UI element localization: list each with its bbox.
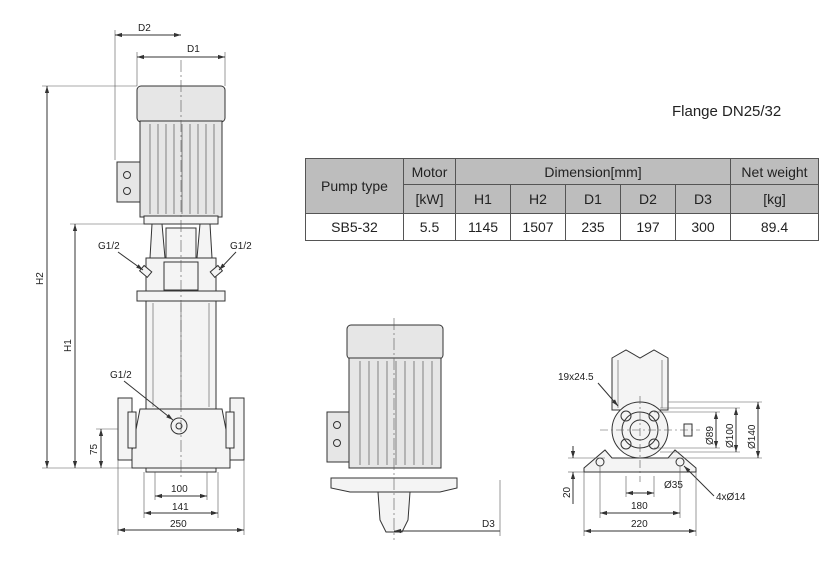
label-d2: D2 <box>138 23 151 34</box>
label-dia89: Ø89 <box>705 426 716 445</box>
side-terminal-box <box>326 411 350 463</box>
side-motor-cover <box>346 324 444 360</box>
label-holes: 4xØ14 <box>716 492 746 503</box>
bolt-hole-3 <box>620 438 632 450</box>
cell-pump-type: SB5-32 <box>305 213 404 241</box>
label-20: 20 <box>562 486 573 498</box>
label-port-right: G1/2 <box>230 241 252 252</box>
label-d1: D1 <box>187 44 200 55</box>
cell-d3: 300 <box>675 213 731 241</box>
label-port-left: G1/2 <box>98 241 120 252</box>
table-row: SB5-32 5.5 1145 1507 235 197 300 89.4 <box>305 213 819 241</box>
label-220: 220 <box>631 519 648 530</box>
label-drain: G1/2 <box>110 370 132 381</box>
label-75: 75 <box>89 443 100 455</box>
header-h2: H2 <box>510 184 566 214</box>
side-motor-fins <box>359 361 433 465</box>
label-h1: H1 <box>63 339 74 352</box>
cell-weight: 89.4 <box>730 213 819 241</box>
header-h1: H1 <box>455 184 511 214</box>
spec-table: Pump type Motor Dimension[mm] Net weight… <box>305 158 819 241</box>
header-motor-unit: [kW] <box>403 184 456 214</box>
bolt-hole-1 <box>620 410 632 422</box>
header-d2: D2 <box>620 184 676 214</box>
cell-d1: 235 <box>565 213 621 241</box>
cell-d2: 197 <box>620 213 676 241</box>
label-d3: D3 <box>482 519 495 530</box>
cell-h2: 1507 <box>510 213 566 241</box>
header-d3: D3 <box>675 184 731 214</box>
side-shaft-coupling <box>377 491 411 533</box>
drain-port <box>170 417 188 435</box>
header-d1: D1 <box>565 184 621 214</box>
side-view: D3 <box>326 318 501 540</box>
label-180: 180 <box>631 501 648 512</box>
label-h2: H2 <box>35 272 46 285</box>
header-dimension: Dimension[mm] <box>455 158 731 185</box>
cable-gland-top <box>123 171 131 179</box>
bolt-hole-2 <box>648 410 660 422</box>
header-weight-unit: [kg] <box>730 184 819 214</box>
base-view: 19x24.5 Ø89 Ø100 Ø140 Ø35 4xØ14 20 <box>558 349 762 536</box>
flange-title: Flange DN25/32 <box>672 103 782 120</box>
label-250: 250 <box>170 519 187 530</box>
header-pump-type: Pump type <box>305 158 404 214</box>
label-slot: 19x24.5 <box>558 372 594 383</box>
label-dia100: Ø100 <box>725 423 736 448</box>
header-motor: Motor <box>403 158 456 185</box>
bolt-hole-4 <box>648 438 660 450</box>
motor-fins <box>149 124 215 214</box>
label-141: 141 <box>172 502 189 513</box>
label-100: 100 <box>171 484 188 495</box>
cell-h1: 1145 <box>455 213 511 241</box>
label-dia140: Ø140 <box>747 424 758 449</box>
cell-motor: 5.5 <box>403 213 456 241</box>
front-view: D2 D1 H2 H1 75 G1/2 G1/2 G1/2 100 <box>35 23 252 535</box>
header-net-weight: Net weight <box>730 158 819 185</box>
label-dia35: Ø35 <box>664 480 683 491</box>
cable-gland-bottom <box>123 187 131 195</box>
terminal-box <box>116 161 141 203</box>
side-motor-body <box>348 357 442 469</box>
